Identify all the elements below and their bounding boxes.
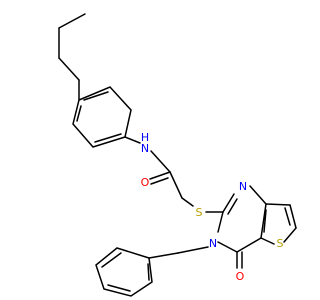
bond bbox=[181, 197, 194, 207]
bond bbox=[76, 105, 82, 122]
atom-label-n-ring-top: N bbox=[239, 180, 247, 193]
bond bbox=[217, 211, 224, 233]
bond bbox=[94, 133, 122, 143]
bond bbox=[260, 237, 275, 245]
atom-label-h-amide: H bbox=[141, 131, 149, 144]
bond bbox=[260, 203, 267, 239]
atom-label-n-ring-benzyl: N bbox=[209, 237, 217, 250]
bond bbox=[236, 237, 262, 253]
atom-label-o-carbonyl: O bbox=[141, 176, 150, 189]
atom-label-n-amide: N bbox=[141, 142, 149, 155]
bond bbox=[217, 241, 238, 253]
atom-label-o-lactam: O bbox=[236, 270, 245, 283]
bond bbox=[265, 203, 291, 206]
bond bbox=[249, 185, 267, 205]
bond bbox=[58, 57, 80, 81]
bond bbox=[95, 247, 153, 297]
bond bbox=[148, 252, 179, 259]
atom-label-s-thiophene: S bbox=[277, 237, 284, 250]
bond bbox=[222, 193, 235, 213]
atom-labels: N H O S N N S O bbox=[141, 131, 284, 283]
bond bbox=[147, 263, 150, 281]
bond bbox=[289, 204, 297, 229]
bond bbox=[149, 171, 171, 180]
bond bbox=[284, 207, 291, 226]
bond bbox=[107, 284, 131, 292]
molecule-structure: N H O S N N S O bbox=[58, 13, 297, 297]
bond bbox=[72, 86, 132, 148]
bond bbox=[58, 13, 86, 29]
bond bbox=[83, 91, 109, 101]
bond bbox=[124, 136, 141, 144]
bond bbox=[227, 198, 238, 215]
bond bbox=[169, 171, 183, 199]
bonds bbox=[58, 13, 297, 297]
bond bbox=[283, 227, 297, 243]
bond bbox=[150, 150, 171, 173]
atom-label-s-thioether: S bbox=[196, 206, 203, 219]
bond bbox=[263, 209, 267, 233]
bond bbox=[101, 252, 122, 268]
bond bbox=[150, 177, 169, 185]
bond bbox=[177, 246, 209, 254]
